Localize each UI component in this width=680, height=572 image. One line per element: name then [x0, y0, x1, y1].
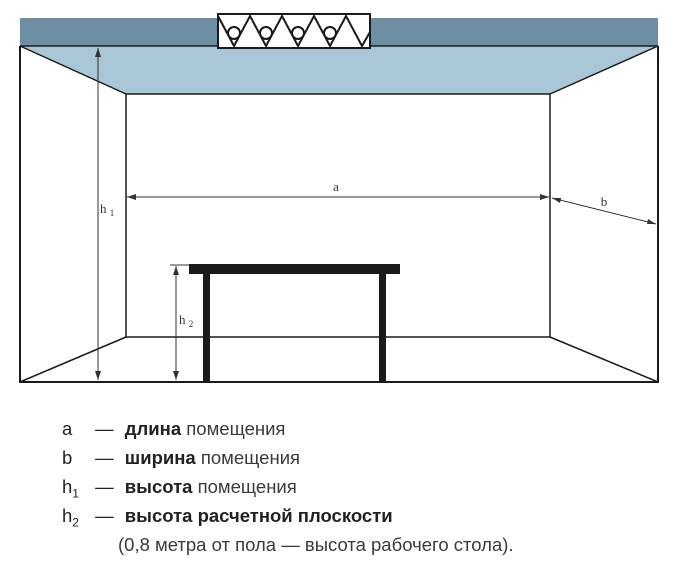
legend-row-h1: h1 — высота помещения [62, 472, 662, 501]
legend-note: (0,8 метра от пола — высота рабочего сто… [118, 534, 514, 555]
dimension-h1-subscript: 1 [110, 208, 115, 218]
legend-row-a: a — длина помещения [62, 414, 662, 443]
dimension-h2-label: h [179, 312, 186, 327]
legend-term: высота расчетной плоскости [124, 505, 393, 526]
room-outer-frame [19, 46, 659, 383]
legend: a — длина помещения b — ширина помещения… [62, 414, 662, 559]
legend-symbol: h2 [62, 505, 79, 530]
legend-term: длина [124, 418, 182, 439]
dimension-b-label: b [601, 194, 608, 209]
legend-row-b: b — ширина помещения [62, 443, 662, 472]
legend-term: высота [124, 476, 193, 497]
edge-bottom-left [19, 336, 127, 383]
svg-text:h 1: h 1 [100, 201, 114, 218]
legend-dash: — [95, 505, 114, 526]
legend-row-h2: h2 — высота расчетной плоскости [62, 501, 662, 530]
legend-dash: — [95, 418, 114, 439]
dimension-h1-label: h [100, 201, 107, 216]
svg-text:h 2: h 2 [179, 312, 193, 329]
legend-symbol: b [62, 447, 73, 468]
dimension-a: a [127, 179, 549, 200]
work-table [189, 264, 400, 382]
room-diagram: a b h 1 h 2 [19, 13, 659, 383]
legend-description: помещения [186, 418, 286, 439]
legend-dash: — [95, 447, 114, 468]
legend-dash: — [95, 476, 114, 497]
legend-description: помещения [197, 476, 297, 497]
dimension-h2: h 2 [170, 264, 193, 380]
lamp-fixture-icon [217, 13, 371, 49]
legend-description: помещения [200, 447, 301, 468]
edge-top-left [19, 45, 127, 95]
back-wall [125, 93, 551, 338]
dimension-h1: h 1 [95, 48, 114, 380]
legend-term: ширина [124, 447, 196, 468]
edge-bottom-right [549, 336, 659, 383]
edge-top-right [549, 45, 659, 95]
dimension-h2-subscript: 2 [189, 319, 194, 329]
dimension-a-label: a [333, 179, 339, 194]
legend-symbol: h1 [62, 476, 79, 501]
legend-symbol: a [62, 418, 73, 439]
dimension-b: b [551, 194, 657, 225]
